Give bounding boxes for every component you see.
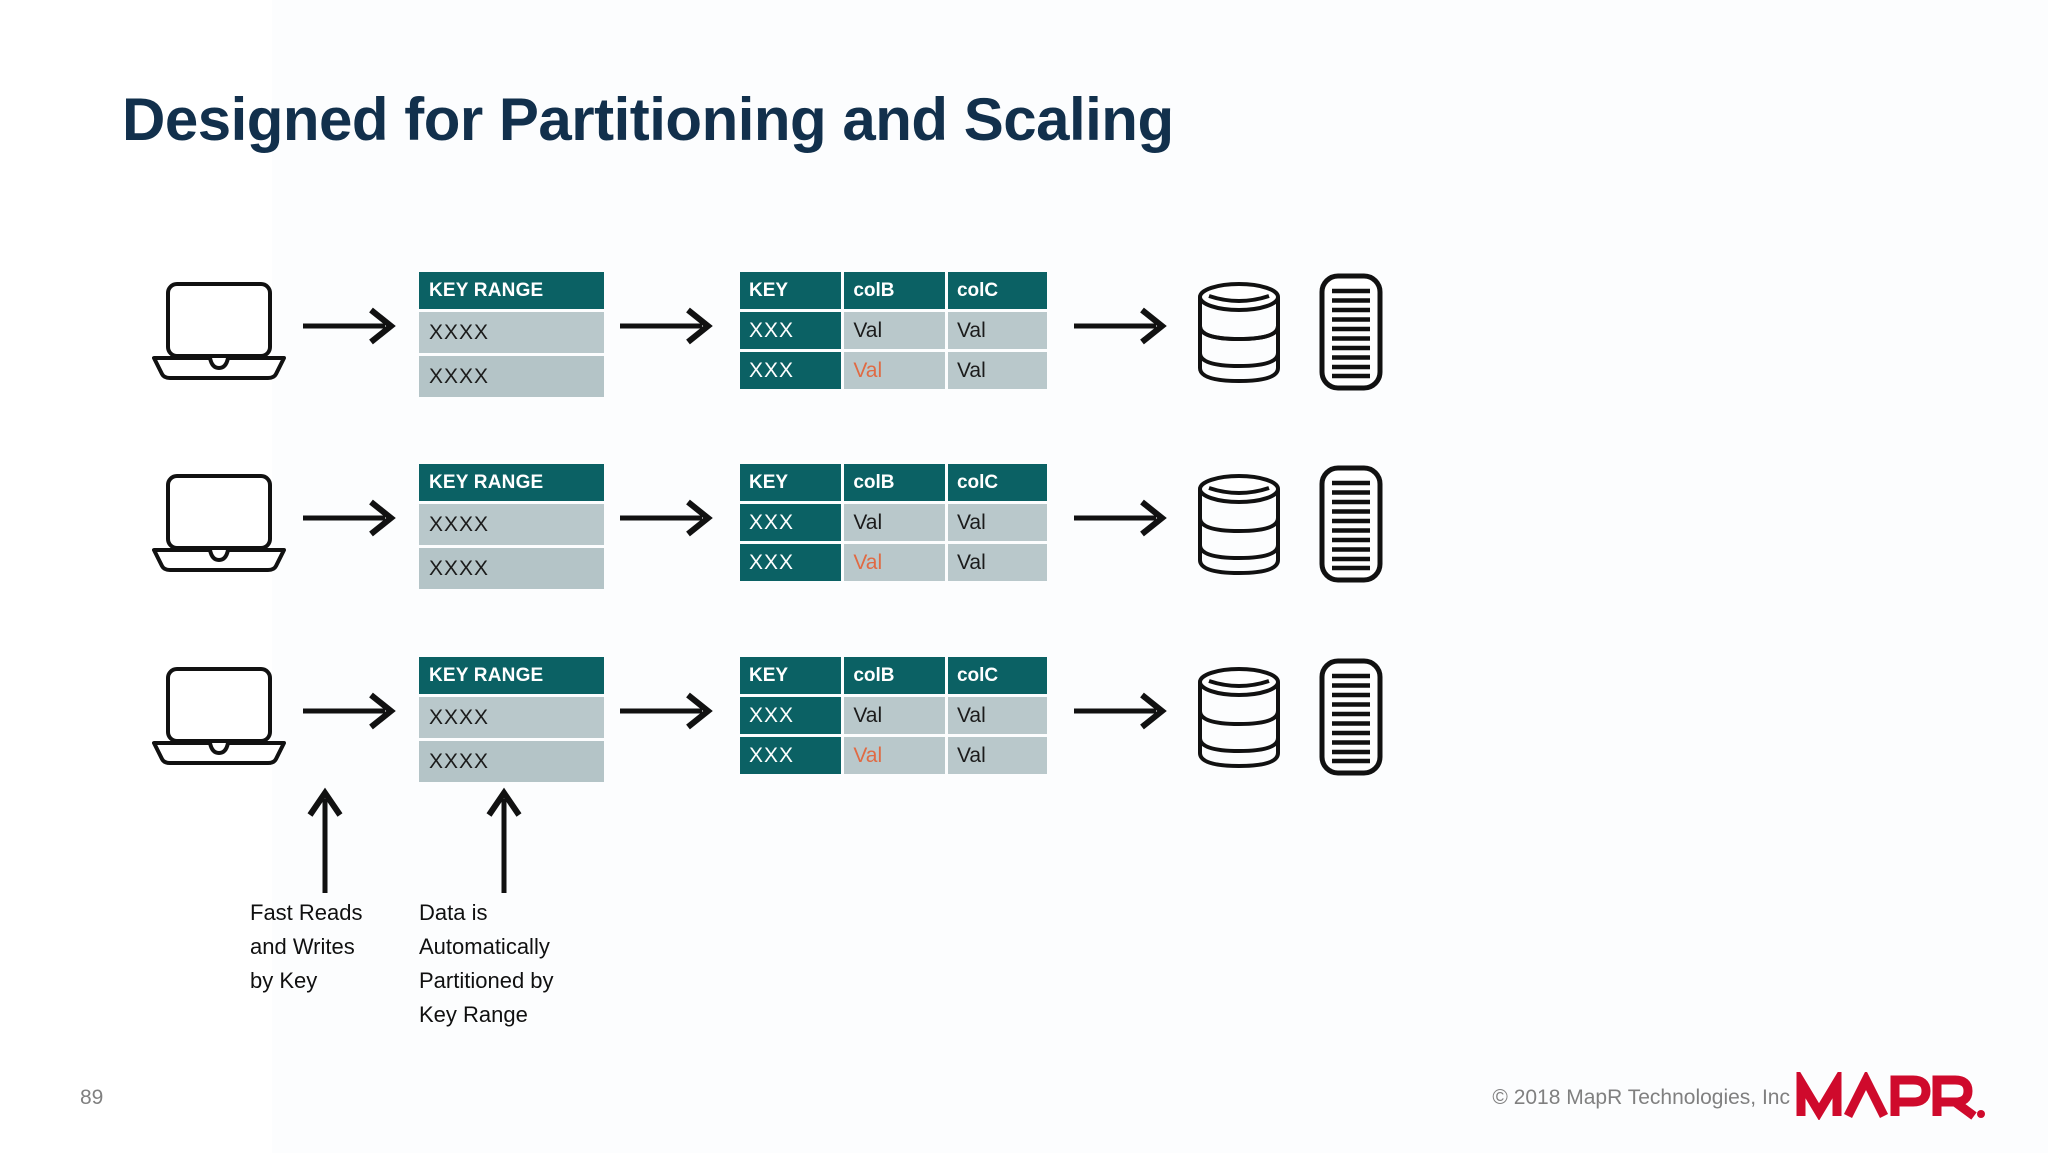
key-range-cell: XXXX <box>419 504 604 545</box>
laptop-icon <box>152 663 286 767</box>
cell-colb-highlighted: Val <box>844 352 945 389</box>
arrow-right-icon <box>620 498 720 538</box>
column-header-colb: colB <box>844 657 945 694</box>
arrow-right-icon <box>303 691 403 731</box>
table-header-row: KEY colB colC <box>740 464 1047 501</box>
table-row: XXX Val Val <box>740 352 1047 389</box>
key-range-cell: XXXX <box>419 548 604 589</box>
column-header-colb: colB <box>844 272 945 309</box>
key-range-cell: XXXX <box>419 312 604 353</box>
column-header-colc: colC <box>947 464 1047 501</box>
key-value-table: KEY colB colC XXX Val Val XXX Val Val <box>737 654 1050 777</box>
table-row: XXX Val Val <box>740 504 1047 541</box>
table-row: XXX Val Val <box>740 737 1047 774</box>
callout-auto-partition: Data is Automatically Partitioned by Key… <box>419 900 554 1027</box>
cell-key: XXX <box>740 352 842 389</box>
key-range-table: KEY RANGE XXXX XXXX <box>419 464 604 589</box>
cell-colc: Val <box>947 544 1047 581</box>
column-header-colb: colB <box>844 464 945 501</box>
arrow-right-icon <box>620 306 720 346</box>
arrow-right-icon <box>303 306 403 346</box>
storage-disk-icon <box>1318 272 1384 392</box>
storage-disk-icon <box>1318 657 1384 777</box>
key-range-cell: XXXX <box>419 741 604 782</box>
arrow-up-icon <box>305 785 345 895</box>
cell-colb: Val <box>844 697 945 734</box>
column-header-key: KEY <box>740 657 842 694</box>
pipeline-row-1: KEY RANGE XXXX XXXX KEY colB colC XXX Va… <box>0 260 2048 400</box>
key-value-table: KEY colB colC XXX Val Val XXX Val Val <box>737 269 1050 392</box>
mapr-logo <box>1796 1065 1986 1121</box>
cell-colb: Val <box>844 312 945 349</box>
pipeline-row-3: KEY RANGE XXXX XXXX KEY colB colC XXX Va… <box>0 645 2048 785</box>
key-range-cell: XXXX <box>419 356 604 397</box>
cell-colc: Val <box>947 737 1047 774</box>
arrow-right-icon <box>620 691 720 731</box>
database-icon <box>1196 665 1282 770</box>
arrow-right-icon <box>303 498 403 538</box>
column-header-colc: colC <box>947 657 1047 694</box>
table-row: XXX Val Val <box>740 544 1047 581</box>
database-icon <box>1196 280 1282 385</box>
pipeline-row-2: KEY RANGE XXXX XXXX KEY colB colC XXX Va… <box>0 452 2048 592</box>
arrow-up-icon <box>484 785 524 895</box>
cell-key: XXX <box>740 737 842 774</box>
table-header-row: KEY colB colC <box>740 272 1047 309</box>
key-range-header: KEY RANGE <box>419 657 604 694</box>
cell-key: XXX <box>740 544 842 581</box>
table-row: XXX Val Val <box>740 312 1047 349</box>
table-row: XXX Val Val <box>740 697 1047 734</box>
page-title: Designed for Partitioning and Scaling <box>122 86 1174 153</box>
storage-disk-icon <box>1318 464 1384 584</box>
key-range-header: KEY RANGE <box>419 272 604 309</box>
arrow-right-icon <box>1074 306 1174 346</box>
key-range-cell: XXXX <box>419 697 604 738</box>
cell-key: XXX <box>740 697 842 734</box>
arrow-right-icon <box>1074 691 1174 731</box>
key-value-table: KEY colB colC XXX Val Val XXX Val Val <box>737 461 1050 584</box>
key-range-table: KEY RANGE XXXX XXXX <box>419 272 604 397</box>
cell-colc: Val <box>947 504 1047 541</box>
callout-fast-reads: Fast Reads and Writes by Key <box>250 900 363 993</box>
arrow-right-icon <box>1074 498 1174 538</box>
cell-colc: Val <box>947 312 1047 349</box>
table-header-row: KEY colB colC <box>740 657 1047 694</box>
cell-colc: Val <box>947 352 1047 389</box>
cell-colb-highlighted: Val <box>844 544 945 581</box>
cell-colb-highlighted: Val <box>844 737 945 774</box>
cell-colb: Val <box>844 504 945 541</box>
column-header-colc: colC <box>947 272 1047 309</box>
key-range-table: KEY RANGE XXXX XXXX <box>419 657 604 782</box>
column-header-key: KEY <box>740 464 842 501</box>
key-range-header: KEY RANGE <box>419 464 604 501</box>
cell-key: XXX <box>740 504 842 541</box>
copyright-notice: © 2018 MapR Technologies, Inc <box>1492 1086 1790 1109</box>
laptop-icon <box>152 470 286 574</box>
column-header-key: KEY <box>740 272 842 309</box>
database-icon <box>1196 472 1282 577</box>
cell-key: XXX <box>740 312 842 349</box>
laptop-icon <box>152 278 286 382</box>
cell-colc: Val <box>947 697 1047 734</box>
page-number: 89 <box>80 1086 104 1109</box>
